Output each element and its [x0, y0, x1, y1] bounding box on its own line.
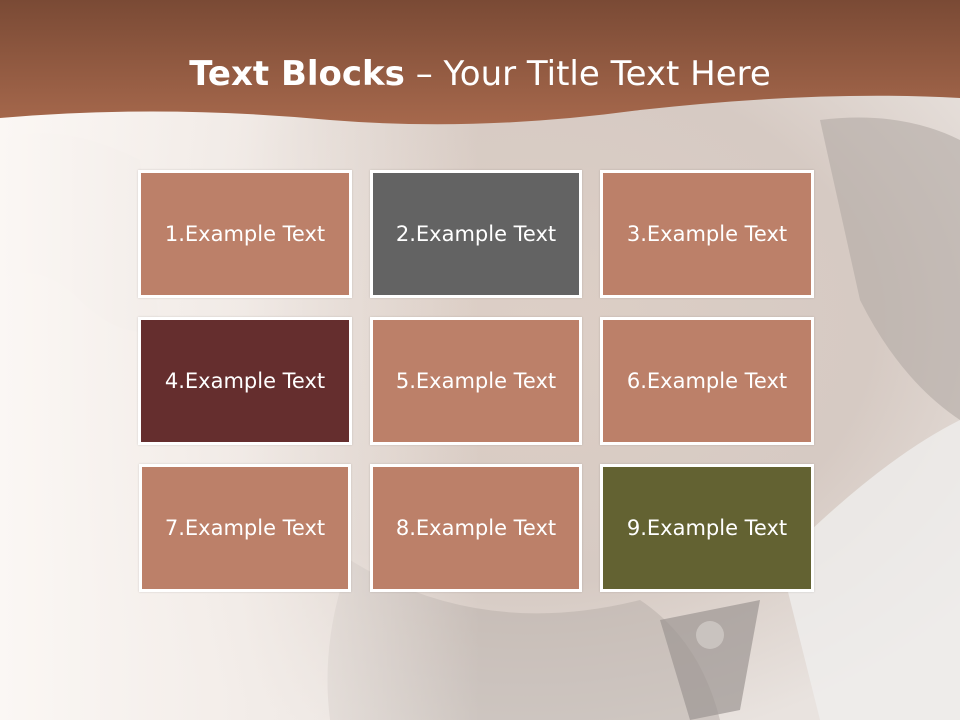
- text-block-2[interactable]: 2.Example Text: [370, 170, 582, 298]
- text-block-3[interactable]: 3.Example Text: [600, 170, 814, 298]
- title-separator: –: [404, 54, 444, 94]
- page-title: Text Blocks – Your Title Text Here: [0, 52, 960, 96]
- text-block-1[interactable]: 1.Example Text: [138, 170, 352, 298]
- text-block-label: 6.Example Text: [626, 369, 788, 393]
- text-block-8[interactable]: 8.Example Text: [370, 464, 582, 592]
- title-bold: Text Blocks: [189, 54, 405, 94]
- text-block-5[interactable]: 5.Example Text: [370, 317, 582, 445]
- text-block-9[interactable]: 9.Example Text: [600, 464, 814, 592]
- text-block-label: 2.Example Text: [395, 222, 557, 246]
- text-block-4[interactable]: 4.Example Text: [138, 317, 352, 445]
- text-block-6[interactable]: 6.Example Text: [600, 317, 814, 445]
- text-block-label: 8.Example Text: [395, 516, 557, 540]
- text-block-label: 1.Example Text: [164, 222, 326, 246]
- title-light: Your Title Text Here: [443, 54, 771, 94]
- text-block-7[interactable]: 7.Example Text: [139, 464, 351, 592]
- text-block-label: 4.Example Text: [164, 369, 326, 393]
- text-block-label: 7.Example Text: [164, 516, 326, 540]
- header-band: [0, 0, 960, 125]
- text-block-label: 3.Example Text: [626, 222, 788, 246]
- text-block-label: 5.Example Text: [395, 369, 557, 393]
- text-block-label: 9.Example Text: [626, 516, 788, 540]
